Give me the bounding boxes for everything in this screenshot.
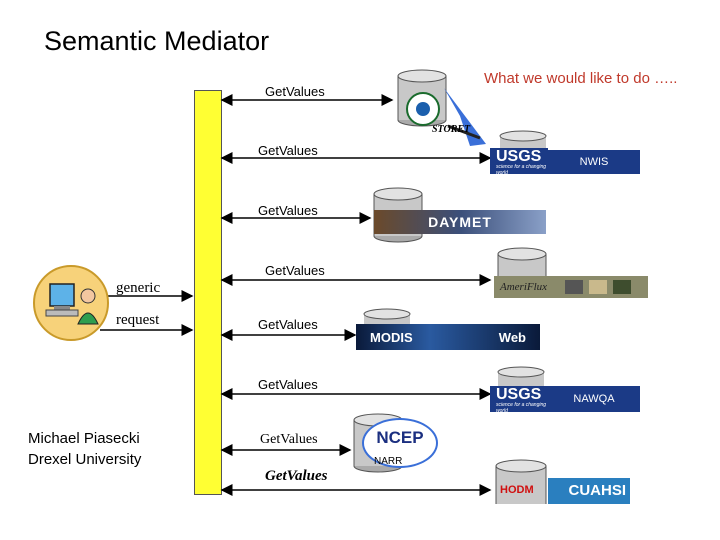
author-name: Michael Piasecki: [28, 430, 140, 447]
ncep-label: NCEP: [376, 428, 424, 447]
modis-web-label: Web: [498, 329, 526, 345]
usgs-tagline: science for a changing world: [496, 402, 547, 414]
daymet-banner: DAYMET: [374, 210, 546, 234]
ameriflux-thumb-2: [589, 280, 608, 294]
storet-logo-icon: [444, 88, 486, 146]
ameriflux-thumb-3: [613, 280, 632, 294]
request-label: request: [116, 312, 160, 328]
generic-label: generic: [116, 280, 161, 296]
getvalues-label-3: GetValues: [258, 203, 318, 218]
getvalues-label-6: GetValues: [258, 377, 318, 392]
getvalues-label-1: GetValues: [265, 84, 325, 99]
usgs-wordmark: USGS: [496, 148, 542, 165]
user-computer-icon: [32, 264, 110, 342]
getvalues-label-2: GetValues: [258, 143, 318, 158]
author-affiliation: Drexel University: [28, 451, 142, 468]
getvalues-label-4: GetValues: [265, 263, 325, 278]
usgs-logo-1: USGS science for a changing world: [490, 148, 548, 176]
author-block: Michael Piasecki Drexel University: [28, 428, 141, 470]
getvalues-label-5: GetValues: [258, 317, 318, 332]
getvalues-label-8: GetValues: [265, 468, 328, 484]
mediator-bar: [194, 90, 222, 495]
nwis-label: NWIS: [548, 150, 640, 174]
ameriflux-thumb-1: [565, 280, 584, 294]
database-cylinder-8: [495, 459, 547, 504]
ameriflux-banner: AmeriFlux: [494, 276, 648, 298]
subtitle: What we would like to do …..: [484, 70, 678, 87]
usgs-logo-2: USGS science for a changing world: [490, 386, 548, 414]
cuahsi-banner: CUAHSI: [548, 478, 630, 504]
usgs-tagline: science for a changing world: [496, 164, 547, 176]
storet-label: STORET: [432, 124, 471, 135]
ameriflux-label: AmeriFlux: [500, 281, 548, 293]
hodm-label: HODM: [500, 484, 534, 496]
narr-label: NARR: [374, 456, 403, 467]
epa-seal-icon: [406, 92, 440, 126]
getvalues-label-7: GetValues: [260, 432, 318, 447]
usgs-wordmark: USGS: [496, 386, 542, 403]
nawqa-label: NAWQA: [548, 386, 640, 412]
page-title: Semantic Mediator: [44, 26, 270, 56]
modis-banner: MODIS Web: [356, 324, 540, 350]
ncep-logo: NCEP: [362, 418, 438, 468]
modis-label: MODIS: [370, 329, 413, 345]
